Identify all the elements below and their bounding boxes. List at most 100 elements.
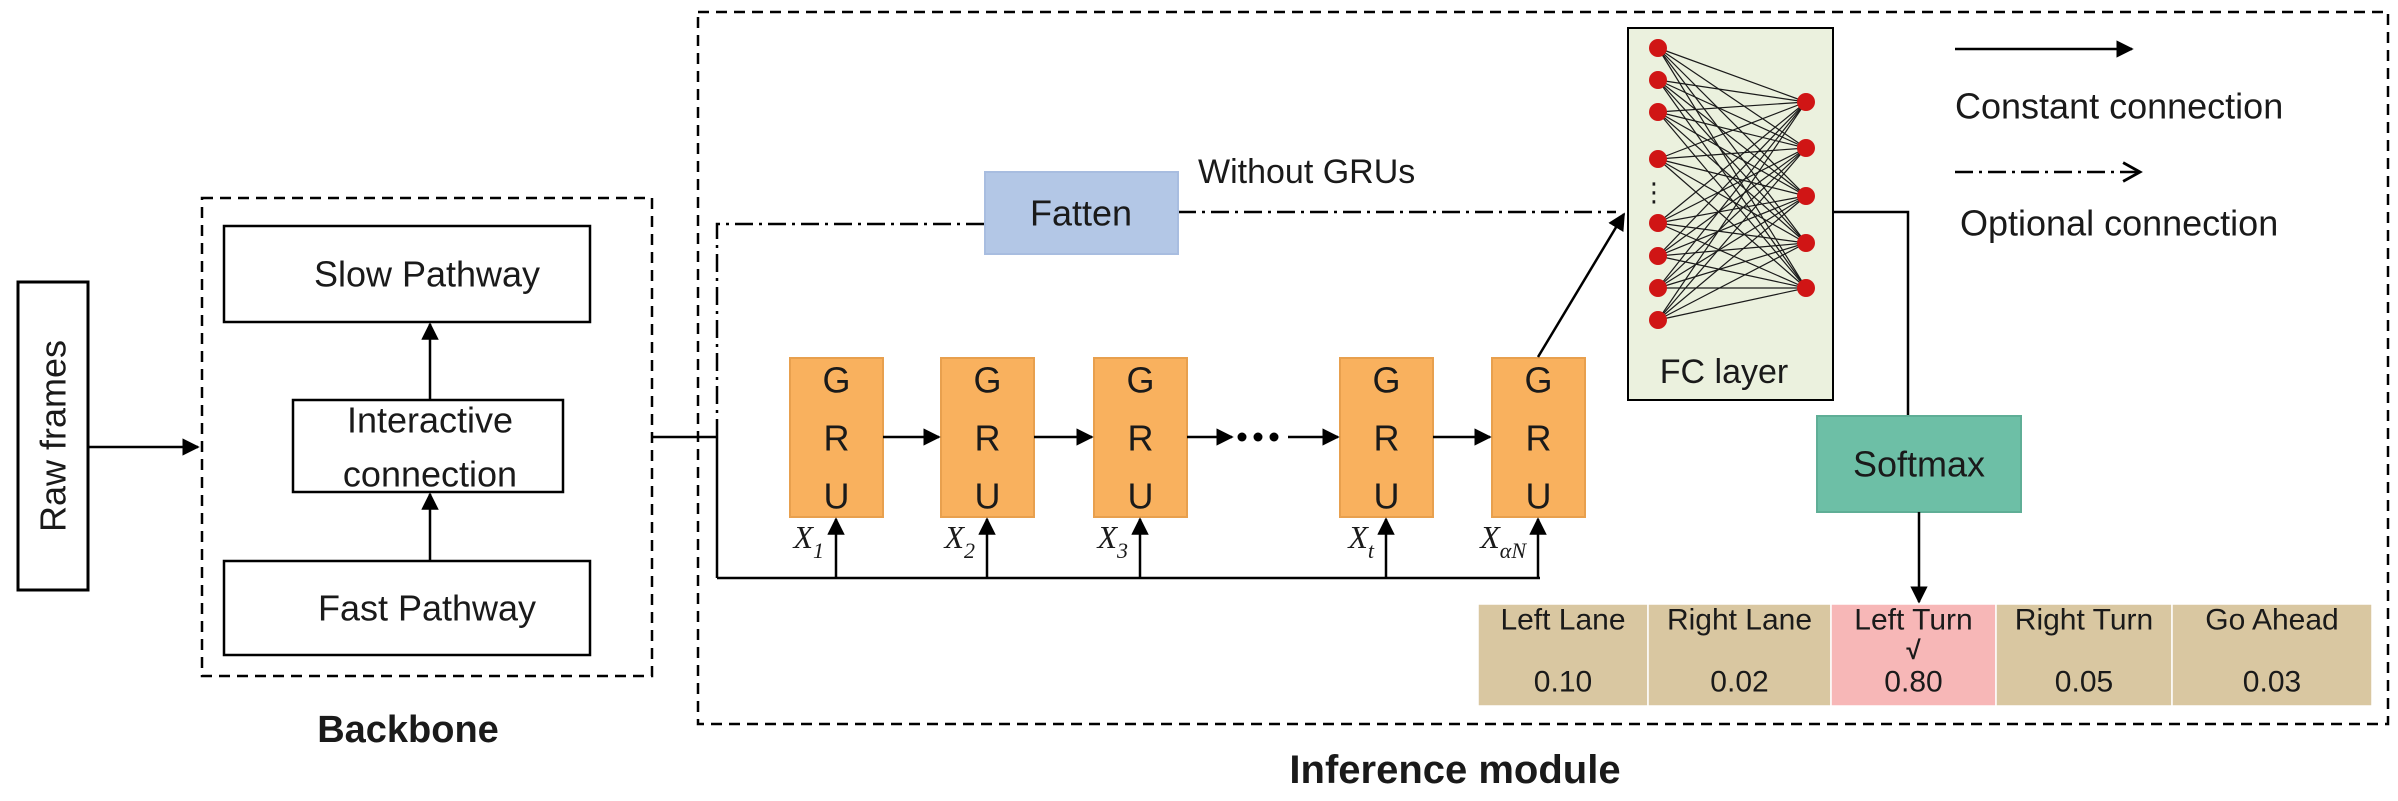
interactive-connection-line1: Interactive (347, 400, 513, 441)
fc-edge (1657, 47, 1807, 103)
output-label: Go Ahead (2205, 604, 2338, 637)
fc-output-node (1797, 139, 1815, 157)
fc-input-node (1649, 71, 1667, 89)
fc-edge (1657, 101, 1807, 113)
optional-path (715, 210, 1616, 437)
input-label: X1 (791, 519, 824, 563)
output-cell-selected (1830, 603, 1997, 707)
gru-letter: G (1372, 360, 1400, 401)
fc-input-node (1649, 311, 1667, 329)
fc-edge (1657, 101, 1807, 321)
interactive-connection-line2: connection (343, 454, 517, 495)
last-gru-to-fc-arrow (1536, 212, 1626, 358)
inference-dashed-box (696, 10, 2390, 726)
output-label: Left Turn (1854, 604, 1972, 637)
gru-letter: U (1128, 476, 1154, 517)
gru-letter: G (822, 360, 850, 401)
gru-unit (940, 357, 1035, 518)
input-label: Xt (1346, 519, 1375, 563)
fc-to-softmax-line (1833, 210, 1910, 416)
input-label: X3 (1095, 519, 1128, 563)
fc-edge (1657, 242, 1807, 289)
fc-edge (1657, 222, 1807, 244)
fc-edge (1657, 242, 1807, 257)
fc-output-node (1797, 93, 1815, 111)
legend-constant-label: Constant connection (1955, 86, 2283, 127)
fc-input-node (1649, 103, 1667, 121)
output-label: Right Turn (2015, 604, 2153, 637)
input-label: X2 (942, 519, 975, 563)
output-cell (1647, 603, 1832, 707)
fc-edge (1657, 79, 1807, 149)
gru-letter: G (1524, 360, 1552, 401)
gru-letter: U (824, 476, 850, 517)
fc-ellipsis: ⋮ (1641, 177, 1667, 207)
ellipsis-dot (1237, 432, 1247, 442)
fc-edge (1657, 101, 1807, 160)
gru-letter: U (1374, 476, 1400, 517)
inference-title: Inference module (1289, 748, 1620, 792)
fc-edge (1657, 79, 1807, 244)
gru-letter: R (1128, 418, 1154, 459)
output-cell (1995, 603, 2173, 707)
fc-output-node (1797, 234, 1815, 252)
raw-frames-box (16, 280, 90, 592)
gru-letter: R (1526, 418, 1552, 459)
fc-edge (1657, 147, 1807, 224)
fc-edge (1657, 147, 1807, 321)
ellipsis-dot (1269, 432, 1279, 442)
slow-pathway-box (222, 224, 592, 324)
gru-letter: G (1126, 360, 1154, 401)
gru-letter: R (824, 418, 850, 459)
fc-edge (1657, 147, 1807, 160)
fc-edge (1657, 242, 1807, 321)
fc-network (1649, 39, 1815, 329)
fc-edge (1657, 195, 1807, 289)
fc-edge (1657, 47, 1807, 149)
fc-edge (1657, 158, 1807, 197)
fc-edge (1657, 79, 1807, 289)
fc-input-node (1649, 279, 1667, 297)
fc-edge (1657, 147, 1807, 289)
fast-pathway-label: Fast Pathway (318, 588, 536, 629)
output-probability: 0.80 (1884, 666, 1942, 699)
output-probability: 0.02 (1710, 666, 1768, 699)
gru-unit (1491, 357, 1586, 518)
backbone-title: Backbone (317, 709, 499, 751)
fc-edge (1657, 287, 1807, 321)
fast-pathway-box (222, 559, 592, 657)
gru-unit (1339, 357, 1434, 518)
softmax-label: Softmax (1853, 444, 1985, 485)
fc-input-node (1649, 247, 1667, 265)
fc-edge (1657, 101, 1807, 224)
fc-edge (1657, 255, 1807, 289)
fc-edge (1657, 47, 1807, 289)
output-probability: 0.03 (2243, 666, 2301, 699)
fc-edge (1657, 158, 1807, 289)
raw-frames-label: Raw frames (33, 340, 74, 532)
output-probability: 0.05 (2055, 666, 2113, 699)
gru-letter: R (975, 418, 1001, 459)
output-cell (1477, 603, 1649, 707)
fc-input-node (1649, 214, 1667, 232)
fc-edge (1657, 101, 1807, 289)
fc-input-node (1649, 39, 1667, 57)
fc-edge (1657, 195, 1807, 321)
fc-output-node (1797, 187, 1815, 205)
fc-edge (1657, 222, 1807, 289)
fc-edge (1657, 147, 1807, 257)
gru-letter: U (975, 476, 1001, 517)
fc-edge (1657, 101, 1807, 257)
fc-edge (1657, 195, 1807, 224)
fc-edge (1657, 158, 1807, 244)
legend-optional-label: Optional connection (1960, 203, 2278, 244)
fc-edge (1657, 79, 1807, 103)
fc-layer-label: FC layer (1660, 353, 1788, 391)
slow-pathway-label: Slow Pathway (314, 254, 540, 295)
fc-edge (1657, 47, 1807, 244)
output-label: Right Lane (1667, 604, 1812, 637)
fc-input-node (1649, 150, 1667, 168)
output-probability: 0.10 (1534, 666, 1592, 699)
